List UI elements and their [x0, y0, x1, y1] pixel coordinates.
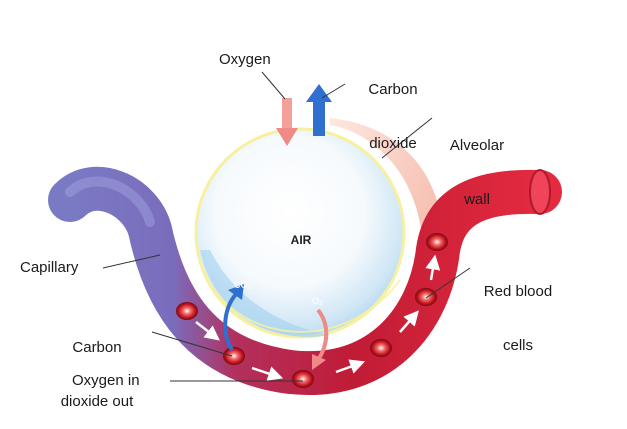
red-blood-cell [292, 370, 314, 388]
blood-flow-arrows [195, 254, 441, 381]
label-carbon-dioxide-out-line1: Carbon [72, 339, 122, 356]
o2-symbol: O₂ [312, 296, 323, 306]
label-oxygen-in: Oxygen in [72, 372, 140, 389]
alveolus-rim [203, 269, 401, 333]
label-carbon-dioxide-out-line2: dioxide out [60, 393, 134, 410]
o2-diffusion-arrow [316, 308, 329, 362]
o2-diffusion-arrowhead [312, 354, 326, 370]
co2-diffusion-arrow [223, 290, 240, 352]
capillary-shine [65, 176, 155, 227]
leader-co2-out [151, 331, 233, 357]
red-blood-cell [223, 347, 245, 365]
oxygen-arrow-top [276, 98, 298, 146]
gas-exchange-diagram [48, 71, 562, 396]
label-red-blood-cells-line2: cells [502, 337, 533, 354]
alveolus-lower-tint [200, 250, 330, 338]
label-air: AIR [290, 233, 312, 247]
flow-arrow [425, 254, 441, 281]
leader-oxygen [261, 71, 286, 100]
label-alveolar-wall: Alveolar wall [441, 101, 513, 227]
leader-capillary [102, 254, 161, 269]
leader-co2 [321, 83, 346, 99]
red-blood-cell [176, 302, 198, 320]
label-oxygen: Oxygen [219, 51, 271, 68]
co2-symbol: CO₂ [234, 280, 252, 290]
flow-arrow [195, 321, 220, 341]
red-blood-cell [370, 339, 392, 357]
label-red-blood-cells: Red blood cells [470, 247, 566, 373]
label-carbon-dioxide-out: Carbon dioxide out [42, 303, 152, 429]
label-alveolar-wall-line1: Alveolar [449, 137, 505, 154]
label-carbon-dioxide: Carbon dioxide [361, 45, 425, 171]
flow-arrow [335, 359, 366, 374]
red-blood-cell [426, 233, 448, 251]
flow-arrow [399, 310, 419, 333]
label-alveolar-wall-line2: wall [464, 191, 490, 208]
leader-alveolar-wall [381, 117, 433, 159]
red-blood-cell [415, 288, 437, 306]
capillary-opening [529, 169, 551, 215]
co2-diffusion-arrowhead [228, 284, 244, 300]
alveolar-wall [330, 118, 444, 345]
leader-lines [102, 71, 471, 382]
flow-arrow [251, 366, 284, 381]
alveolus [194, 127, 406, 339]
label-carbon-dioxide-line2: dioxide [369, 135, 417, 152]
leader-red-blood-cells [425, 267, 471, 299]
red-blood-cells [176, 233, 448, 388]
label-red-blood-cells-line1: Red blood [483, 283, 553, 300]
label-capillary: Capillary [20, 259, 79, 276]
label-carbon-dioxide-line1: Carbon [368, 81, 418, 98]
co2-arrow-top [306, 84, 332, 136]
